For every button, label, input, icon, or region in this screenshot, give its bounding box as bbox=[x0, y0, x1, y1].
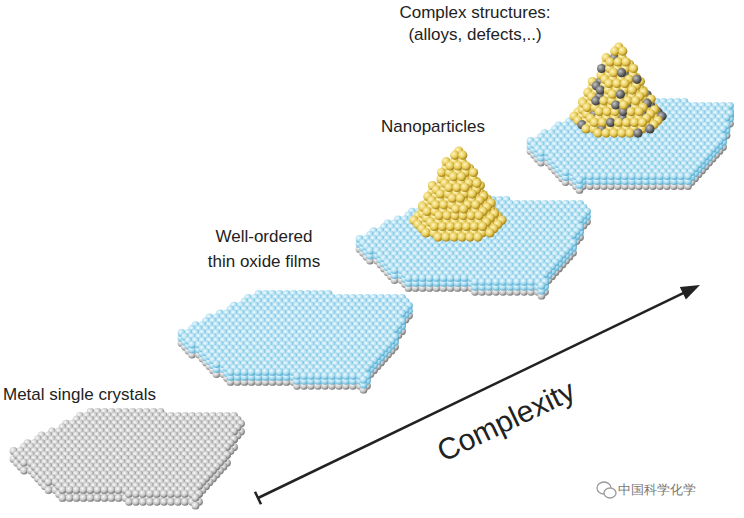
atom bbox=[59, 494, 67, 502]
atom bbox=[160, 490, 168, 498]
atom bbox=[101, 486, 109, 494]
atom bbox=[192, 502, 200, 510]
atom bbox=[115, 494, 123, 502]
atom bbox=[80, 486, 88, 494]
atom bbox=[181, 490, 189, 498]
atom bbox=[132, 498, 140, 506]
atom bbox=[153, 490, 161, 498]
atom bbox=[192, 494, 200, 502]
atom bbox=[45, 478, 53, 486]
atom-layers bbox=[10, 42, 734, 509]
atom bbox=[174, 498, 182, 506]
atom bbox=[73, 486, 81, 494]
atom bbox=[167, 498, 175, 506]
atom bbox=[108, 486, 116, 494]
atom bbox=[73, 494, 81, 502]
atom bbox=[146, 498, 154, 506]
atom bbox=[132, 490, 140, 498]
atom bbox=[66, 494, 74, 502]
atom bbox=[125, 490, 133, 498]
atom bbox=[87, 486, 95, 494]
atom bbox=[160, 498, 168, 506]
atom bbox=[45, 486, 53, 494]
atom bbox=[167, 490, 175, 498]
atom bbox=[59, 486, 67, 494]
atom bbox=[174, 490, 182, 498]
atom bbox=[87, 494, 95, 502]
atom bbox=[80, 494, 88, 502]
atom bbox=[181, 498, 189, 506]
atom bbox=[20, 459, 28, 467]
atom bbox=[115, 486, 123, 494]
atom bbox=[94, 486, 102, 494]
atom bbox=[153, 498, 161, 506]
atom bbox=[20, 467, 28, 475]
atom bbox=[146, 490, 154, 498]
atom bbox=[125, 498, 133, 506]
atom bbox=[101, 494, 109, 502]
atom bbox=[139, 498, 147, 506]
atom bbox=[66, 486, 74, 494]
atom bbox=[139, 490, 147, 498]
atom bbox=[108, 494, 116, 502]
atom bbox=[94, 494, 102, 502]
